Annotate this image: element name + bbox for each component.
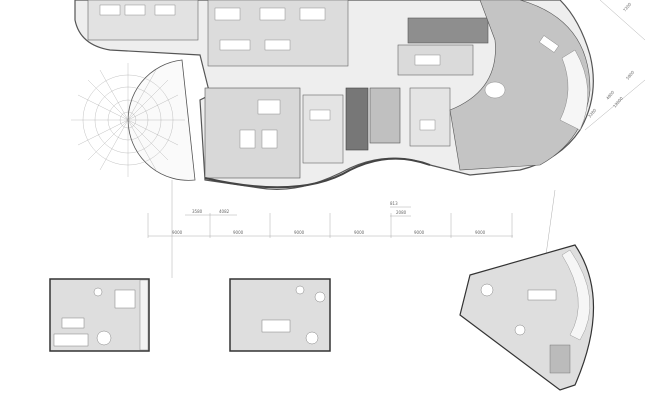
main-floor xyxy=(74,0,594,191)
dim-label: 813 xyxy=(390,201,398,206)
dim-label: 3280 xyxy=(587,107,598,118)
stair-core xyxy=(345,87,369,151)
detail-plan-2 xyxy=(229,278,331,352)
office-room-2 xyxy=(302,94,344,164)
dim-label: 5800 xyxy=(625,69,636,80)
detail-plan-3 xyxy=(459,244,594,391)
office-room-3 xyxy=(409,87,451,147)
dim-label: 3580 xyxy=(192,209,203,214)
dim-label: 9000 xyxy=(233,230,244,235)
dim-label: 4800 xyxy=(605,89,616,100)
curved-facade xyxy=(204,157,431,189)
dim-label: 9000 xyxy=(354,230,365,235)
dimension-labels: 9000 9000 9000 9000 9000 9000 3580 4082 … xyxy=(172,1,636,235)
glass-terrace-right xyxy=(559,49,589,131)
dim-label: 12000 xyxy=(612,95,624,108)
service-room xyxy=(369,87,401,144)
detail-plan-1 xyxy=(49,278,150,352)
office-desks xyxy=(99,4,559,149)
dim-label: 9000 xyxy=(294,230,305,235)
curved-offices-right xyxy=(449,0,591,171)
dimension-lines xyxy=(147,0,646,278)
dim-label: 4082 xyxy=(219,209,230,214)
meeting-room-dark xyxy=(407,17,489,44)
dim-label: 7200 xyxy=(622,1,633,12)
dim-label: 2080 xyxy=(396,210,407,215)
dome-roof xyxy=(71,59,196,181)
dim-label: 9000 xyxy=(475,230,486,235)
dim-label: 9000 xyxy=(414,230,425,235)
dim-label: 9000 xyxy=(172,230,183,235)
